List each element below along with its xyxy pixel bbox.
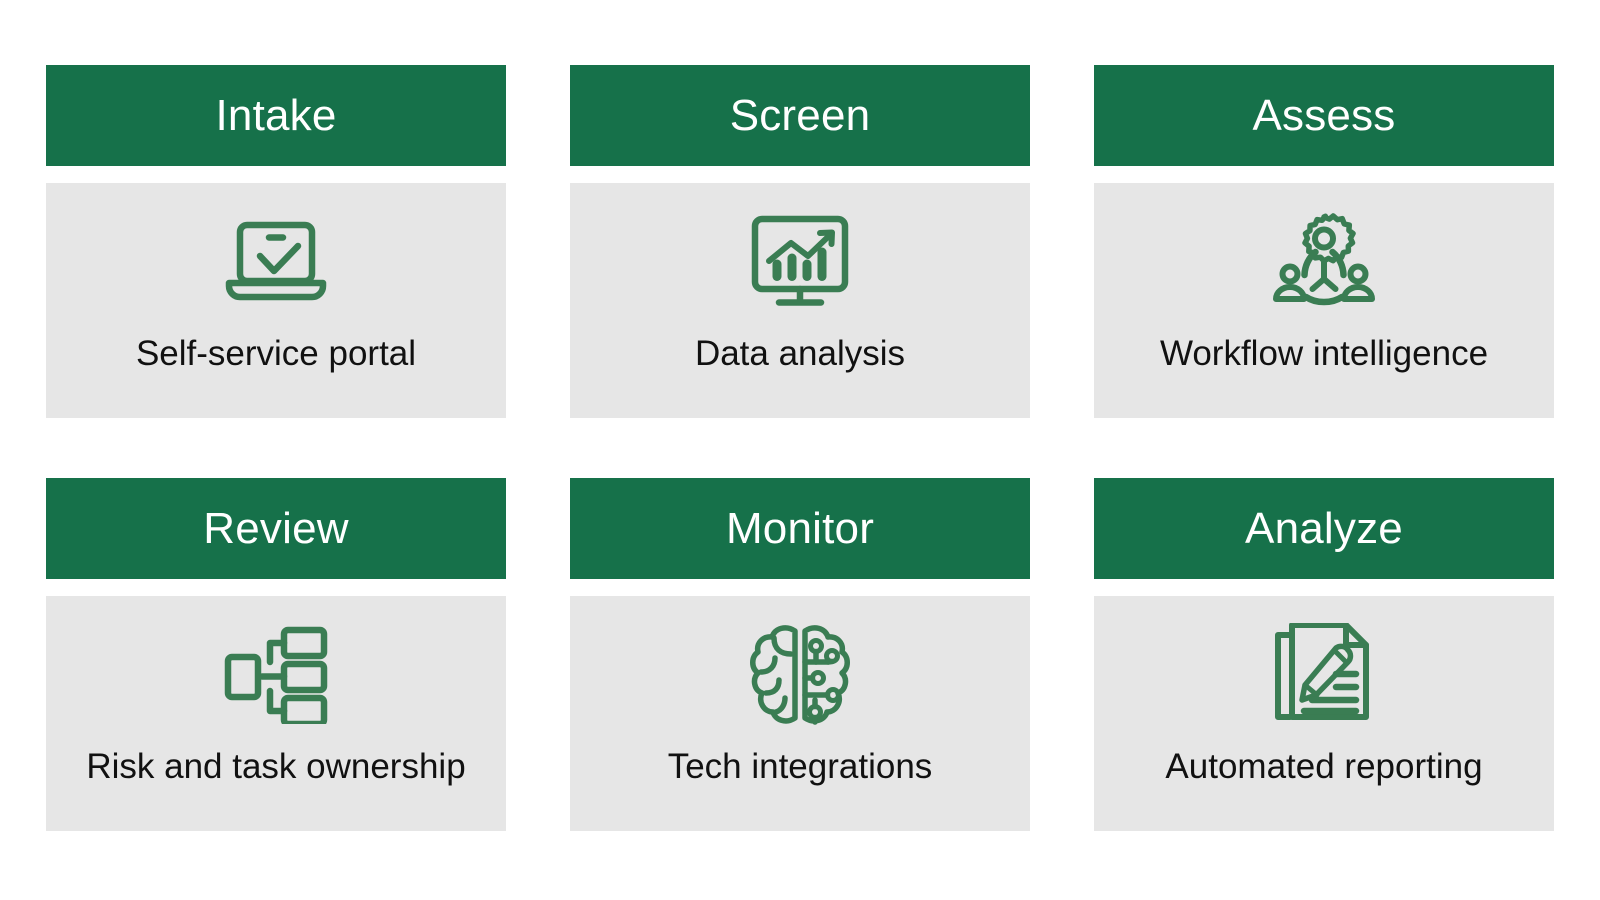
stage-card-title: Analyze bbox=[1245, 503, 1403, 553]
stage-card-screen[interactable]: Screen Data analysis bbox=[570, 65, 1030, 418]
stage-card-body: Automated reporting bbox=[1094, 596, 1554, 831]
stage-card-header: Monitor bbox=[570, 478, 1030, 579]
stage-card-caption: Automated reporting bbox=[1165, 747, 1483, 786]
stage-card-title: Monitor bbox=[725, 503, 875, 553]
stage-card-title: Intake bbox=[215, 90, 337, 140]
stage-card-caption: Data analysis bbox=[694, 334, 906, 373]
org-hierarchy-icon bbox=[216, 622, 336, 726]
stage-card-caption: Self-service portal bbox=[135, 334, 417, 373]
stage-card-title: Screen bbox=[729, 90, 871, 140]
stage-card-body: Data analysis bbox=[570, 183, 1030, 418]
stage-card-header: Intake bbox=[46, 65, 506, 166]
stage-card-title: Review bbox=[203, 503, 349, 553]
stage-card-header: Analyze bbox=[1094, 478, 1554, 579]
stage-card-body: Workflow intelligence bbox=[1094, 183, 1554, 418]
stage-card-analyze[interactable]: Analyze bbox=[1094, 478, 1554, 831]
documents-pencil-icon bbox=[1264, 622, 1384, 726]
stage-card-intake[interactable]: Intake Self-service portal bbox=[46, 65, 506, 418]
ai-brain-circuit-icon bbox=[740, 622, 860, 726]
stage-card-header: Review bbox=[46, 478, 506, 579]
stage-card-body: Self-service portal bbox=[46, 183, 506, 418]
laptop-checkmark-icon bbox=[216, 209, 336, 313]
stage-card-review[interactable]: Review Risk and task ownership bbox=[46, 478, 506, 831]
stage-card-body: Risk and task ownership bbox=[46, 596, 506, 831]
stage-card-caption: Risk and task ownership bbox=[86, 747, 466, 786]
stage-card-body: Tech integrations bbox=[570, 596, 1030, 831]
stage-card-monitor[interactable]: Monitor bbox=[570, 478, 1030, 831]
card-grid: Intake Self-service portal Screen bbox=[46, 65, 1554, 831]
stage-card-caption: Tech integrations bbox=[667, 747, 933, 786]
stage-card-title: Assess bbox=[1252, 90, 1396, 140]
monitor-chart-growth-icon bbox=[740, 209, 860, 313]
stage-card-header: Screen bbox=[570, 65, 1030, 166]
people-gear-network-icon bbox=[1264, 209, 1384, 313]
stage-card-header: Assess bbox=[1094, 65, 1554, 166]
stage-card-caption: Workflow intelligence bbox=[1159, 334, 1489, 373]
stage-card-assess[interactable]: Assess bbox=[1094, 65, 1554, 418]
